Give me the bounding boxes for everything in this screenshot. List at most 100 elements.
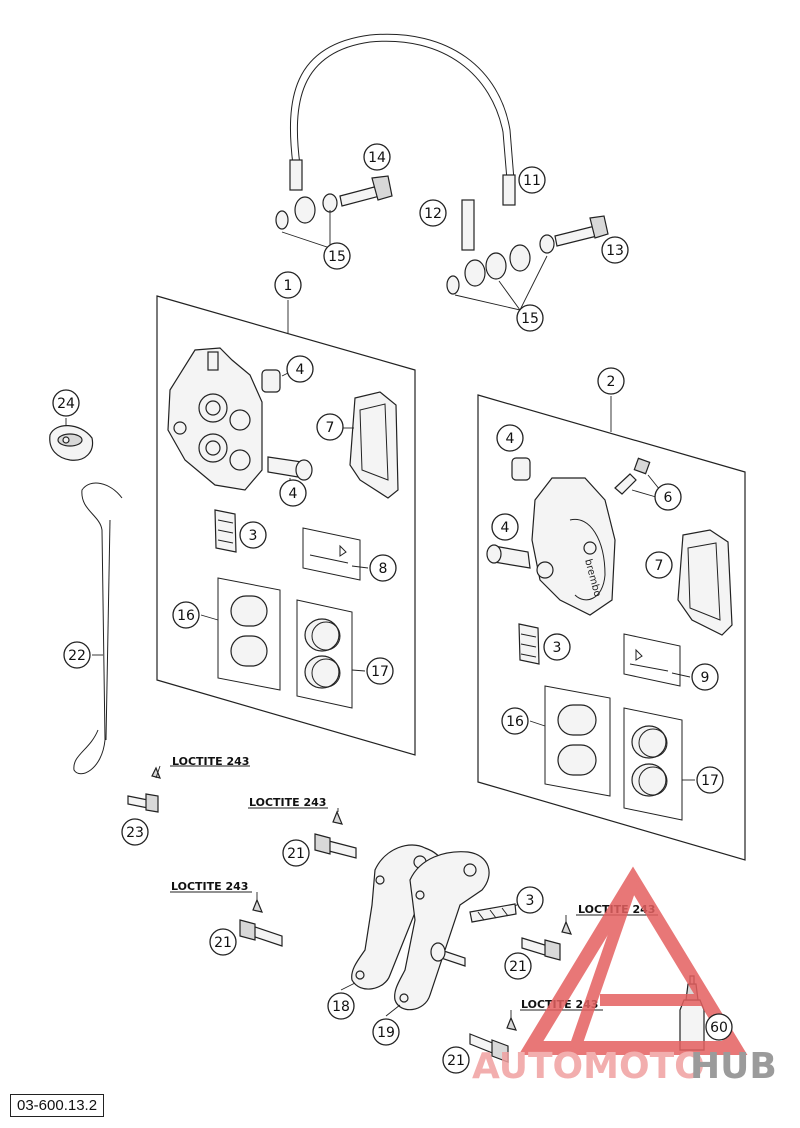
callout-c7b: 7 bbox=[645, 551, 673, 579]
watermark-triangle-logo bbox=[518, 866, 748, 1055]
callout-c17a: 17 bbox=[366, 657, 394, 685]
callout-circle bbox=[705, 1013, 733, 1041]
callout-label: 16 bbox=[177, 608, 195, 624]
callout-c17b: 17 bbox=[696, 766, 724, 794]
part-callouts: 1233344446778911121314151516161717181921… bbox=[52, 143, 733, 1074]
callout-circle bbox=[504, 952, 532, 980]
callout-circle bbox=[323, 242, 351, 270]
callout-c21c: 21 bbox=[504, 952, 532, 980]
callout-label: 7 bbox=[655, 558, 664, 574]
callout-label: 15 bbox=[521, 311, 539, 327]
callout-c19: 19 bbox=[372, 1018, 400, 1046]
callout-circle bbox=[209, 928, 237, 956]
callout-label: 3 bbox=[553, 640, 562, 656]
callout-c3c: 3 bbox=[516, 886, 544, 914]
callout-circle bbox=[279, 479, 307, 507]
callout-c12: 12 bbox=[419, 199, 447, 227]
callout-label: 4 bbox=[289, 486, 298, 502]
callout-c8: 8 bbox=[369, 554, 397, 582]
callout-c21b: 21 bbox=[209, 928, 237, 956]
callout-c60: 60 bbox=[705, 1013, 733, 1041]
loctite-label-1: LOCTITE 243 bbox=[172, 755, 249, 768]
pad-spring-3a bbox=[214, 509, 237, 553]
callout-circle bbox=[316, 413, 344, 441]
pad-spring-3c bbox=[469, 902, 521, 923]
pin-kit-9 bbox=[623, 633, 691, 687]
callout-label: 21 bbox=[447, 1053, 465, 1069]
callout-c21a: 21 bbox=[282, 839, 310, 867]
callout-circle bbox=[496, 424, 524, 452]
callout-c11: 11 bbox=[518, 166, 546, 194]
callout-c3b: 3 bbox=[543, 633, 571, 661]
callout-circle bbox=[516, 304, 544, 332]
callout-c4c: 4 bbox=[496, 424, 524, 452]
callout-c16b: 16 bbox=[501, 707, 529, 735]
callout-label: 8 bbox=[379, 561, 388, 577]
banjo-bolt-13 bbox=[446, 215, 609, 295]
callout-circle bbox=[286, 355, 314, 383]
callout-label: 2 bbox=[607, 374, 616, 390]
brake-pad-7b bbox=[677, 529, 733, 636]
callout-circle bbox=[516, 886, 544, 914]
hose-guide-22 bbox=[73, 482, 123, 775]
callout-label: 9 bbox=[701, 670, 710, 686]
callout-label: 24 bbox=[57, 396, 75, 412]
callout-label: 18 bbox=[332, 999, 350, 1015]
callout-c23: 23 bbox=[121, 818, 149, 846]
callout-c4b: 4 bbox=[279, 479, 307, 507]
callout-label: 22 bbox=[68, 648, 86, 664]
brake-pad-7a bbox=[342, 391, 399, 499]
callout-label: 19 bbox=[377, 1025, 395, 1041]
watermark-text-part2: HUB bbox=[690, 1046, 777, 1087]
callout-c4a: 4 bbox=[286, 355, 314, 383]
callout-label: 12 bbox=[424, 206, 442, 222]
callout-label: 4 bbox=[296, 362, 305, 378]
callout-c24: 24 bbox=[52, 389, 80, 417]
callout-c16a: 16 bbox=[172, 601, 200, 629]
callout-c2: 2 bbox=[597, 367, 625, 395]
piston-kit-16b bbox=[529, 685, 611, 797]
callout-circle bbox=[63, 641, 91, 669]
callout-label: 11 bbox=[523, 173, 541, 189]
callout-circle bbox=[327, 992, 355, 1020]
piston-kit-16a bbox=[200, 577, 281, 691]
caliper-kit-panel-1 bbox=[156, 295, 416, 756]
banjo-bolt-14 bbox=[275, 175, 393, 230]
callout-c4d: 4 bbox=[491, 513, 519, 541]
loctite-labels: LOCTITE 243 LOCTITE 243 LOCTITE 243 LOCT… bbox=[171, 755, 655, 1011]
callout-label: 23 bbox=[126, 825, 144, 841]
callout-circle bbox=[518, 166, 546, 194]
callout-label: 13 bbox=[606, 243, 624, 259]
callout-label: 4 bbox=[501, 520, 510, 536]
callout-circle bbox=[645, 551, 673, 579]
callout-circle bbox=[363, 143, 391, 171]
hose-fitting-right bbox=[502, 174, 516, 206]
slide-pin-4b bbox=[267, 456, 313, 484]
callout-c7a: 7 bbox=[316, 413, 344, 441]
caliper-bracket-19 bbox=[385, 851, 490, 1017]
callout-circle bbox=[419, 199, 447, 227]
callout-c18: 18 bbox=[327, 992, 355, 1020]
caliper-2: brembo bbox=[531, 477, 616, 616]
screw-23 bbox=[127, 765, 250, 813]
callout-label: 3 bbox=[249, 528, 258, 544]
callout-label: 6 bbox=[664, 490, 673, 506]
watermark-text-part1: AUTOMOTO bbox=[472, 1046, 705, 1087]
callout-circle bbox=[501, 707, 529, 735]
callout-circle bbox=[172, 601, 200, 629]
caliper-kit-panel-2: brembo bbox=[477, 394, 746, 861]
brake-hose bbox=[289, 33, 516, 251]
pad-spring-3b bbox=[518, 623, 540, 665]
callout-label: 1 bbox=[284, 278, 293, 294]
callout-circle bbox=[369, 554, 397, 582]
callout-circle bbox=[282, 839, 310, 867]
callout-label: 4 bbox=[506, 431, 515, 447]
callout-c13: 13 bbox=[601, 236, 629, 264]
callout-c21d: 21 bbox=[442, 1046, 470, 1074]
callout-circle bbox=[121, 818, 149, 846]
callout-circle bbox=[601, 236, 629, 264]
hose-fitting-left bbox=[289, 159, 303, 191]
callout-circle bbox=[274, 271, 302, 299]
screw-21a bbox=[248, 807, 357, 859]
